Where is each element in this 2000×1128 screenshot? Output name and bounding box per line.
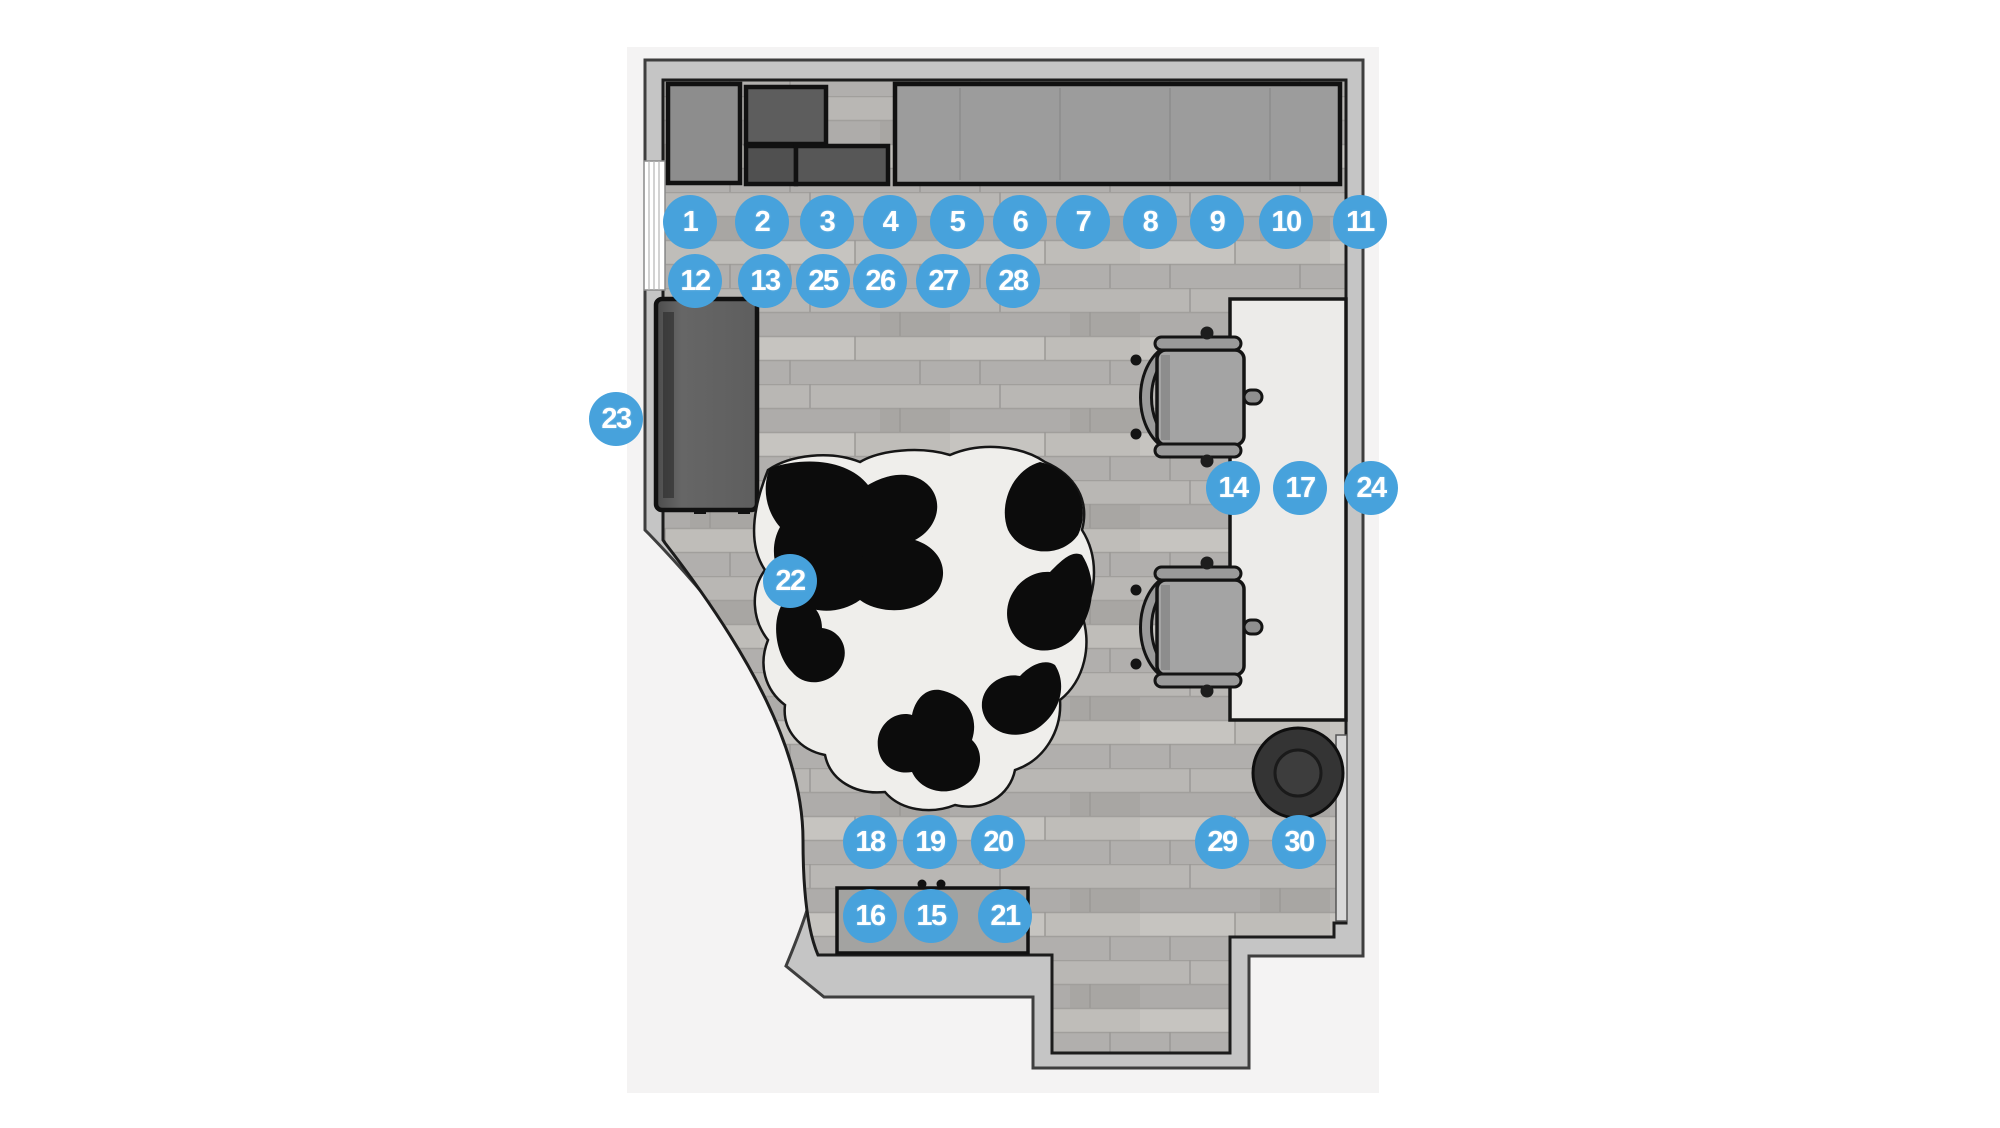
marker-5[interactable]: 5 [930, 195, 984, 249]
marker-13[interactable]: 13 [738, 254, 792, 308]
marker-24[interactable]: 24 [1344, 461, 1398, 515]
top-cabinet-long [892, 81, 1343, 187]
marker-8[interactable]: 8 [1123, 195, 1177, 249]
wardrobe [653, 296, 760, 514]
top-cabinet-lower-right [793, 143, 891, 187]
marker-11[interactable]: 11 [1333, 195, 1387, 249]
marker-21[interactable]: 21 [978, 889, 1032, 943]
marker-9[interactable]: 9 [1190, 195, 1244, 249]
office-chair-1 [1130, 326, 1264, 468]
marker-1[interactable]: 1 [663, 195, 717, 249]
marker-16[interactable]: 16 [843, 889, 897, 943]
marker-3[interactable]: 3 [800, 195, 854, 249]
marker-25[interactable]: 25 [796, 254, 850, 308]
marker-14[interactable]: 14 [1206, 461, 1260, 515]
marker-23[interactable]: 23 [589, 392, 643, 446]
marker-2[interactable]: 2 [735, 195, 789, 249]
marker-15[interactable]: 15 [904, 889, 958, 943]
cowhide-rug [752, 445, 1096, 812]
top-cabinet-left [665, 81, 743, 186]
marker-10[interactable]: 10 [1259, 195, 1313, 249]
marker-22[interactable]: 22 [763, 554, 817, 608]
marker-26[interactable]: 26 [853, 254, 907, 308]
marker-7[interactable]: 7 [1056, 195, 1110, 249]
marker-17[interactable]: 17 [1273, 461, 1327, 515]
round-stool [1251, 726, 1345, 820]
office-chair-2 [1130, 556, 1264, 698]
marker-27[interactable]: 27 [916, 254, 970, 308]
marker-30[interactable]: 30 [1272, 815, 1326, 869]
marker-29[interactable]: 29 [1195, 815, 1249, 869]
marker-4[interactable]: 4 [863, 195, 917, 249]
marker-20[interactable]: 20 [971, 815, 1025, 869]
window [643, 160, 666, 291]
marker-12[interactable]: 12 [668, 254, 722, 308]
right-wall-panel [1335, 734, 1348, 922]
marker-28[interactable]: 28 [986, 254, 1040, 308]
marker-18[interactable]: 18 [843, 815, 897, 869]
marker-19[interactable]: 19 [903, 815, 957, 869]
marker-6[interactable]: 6 [993, 195, 1047, 249]
